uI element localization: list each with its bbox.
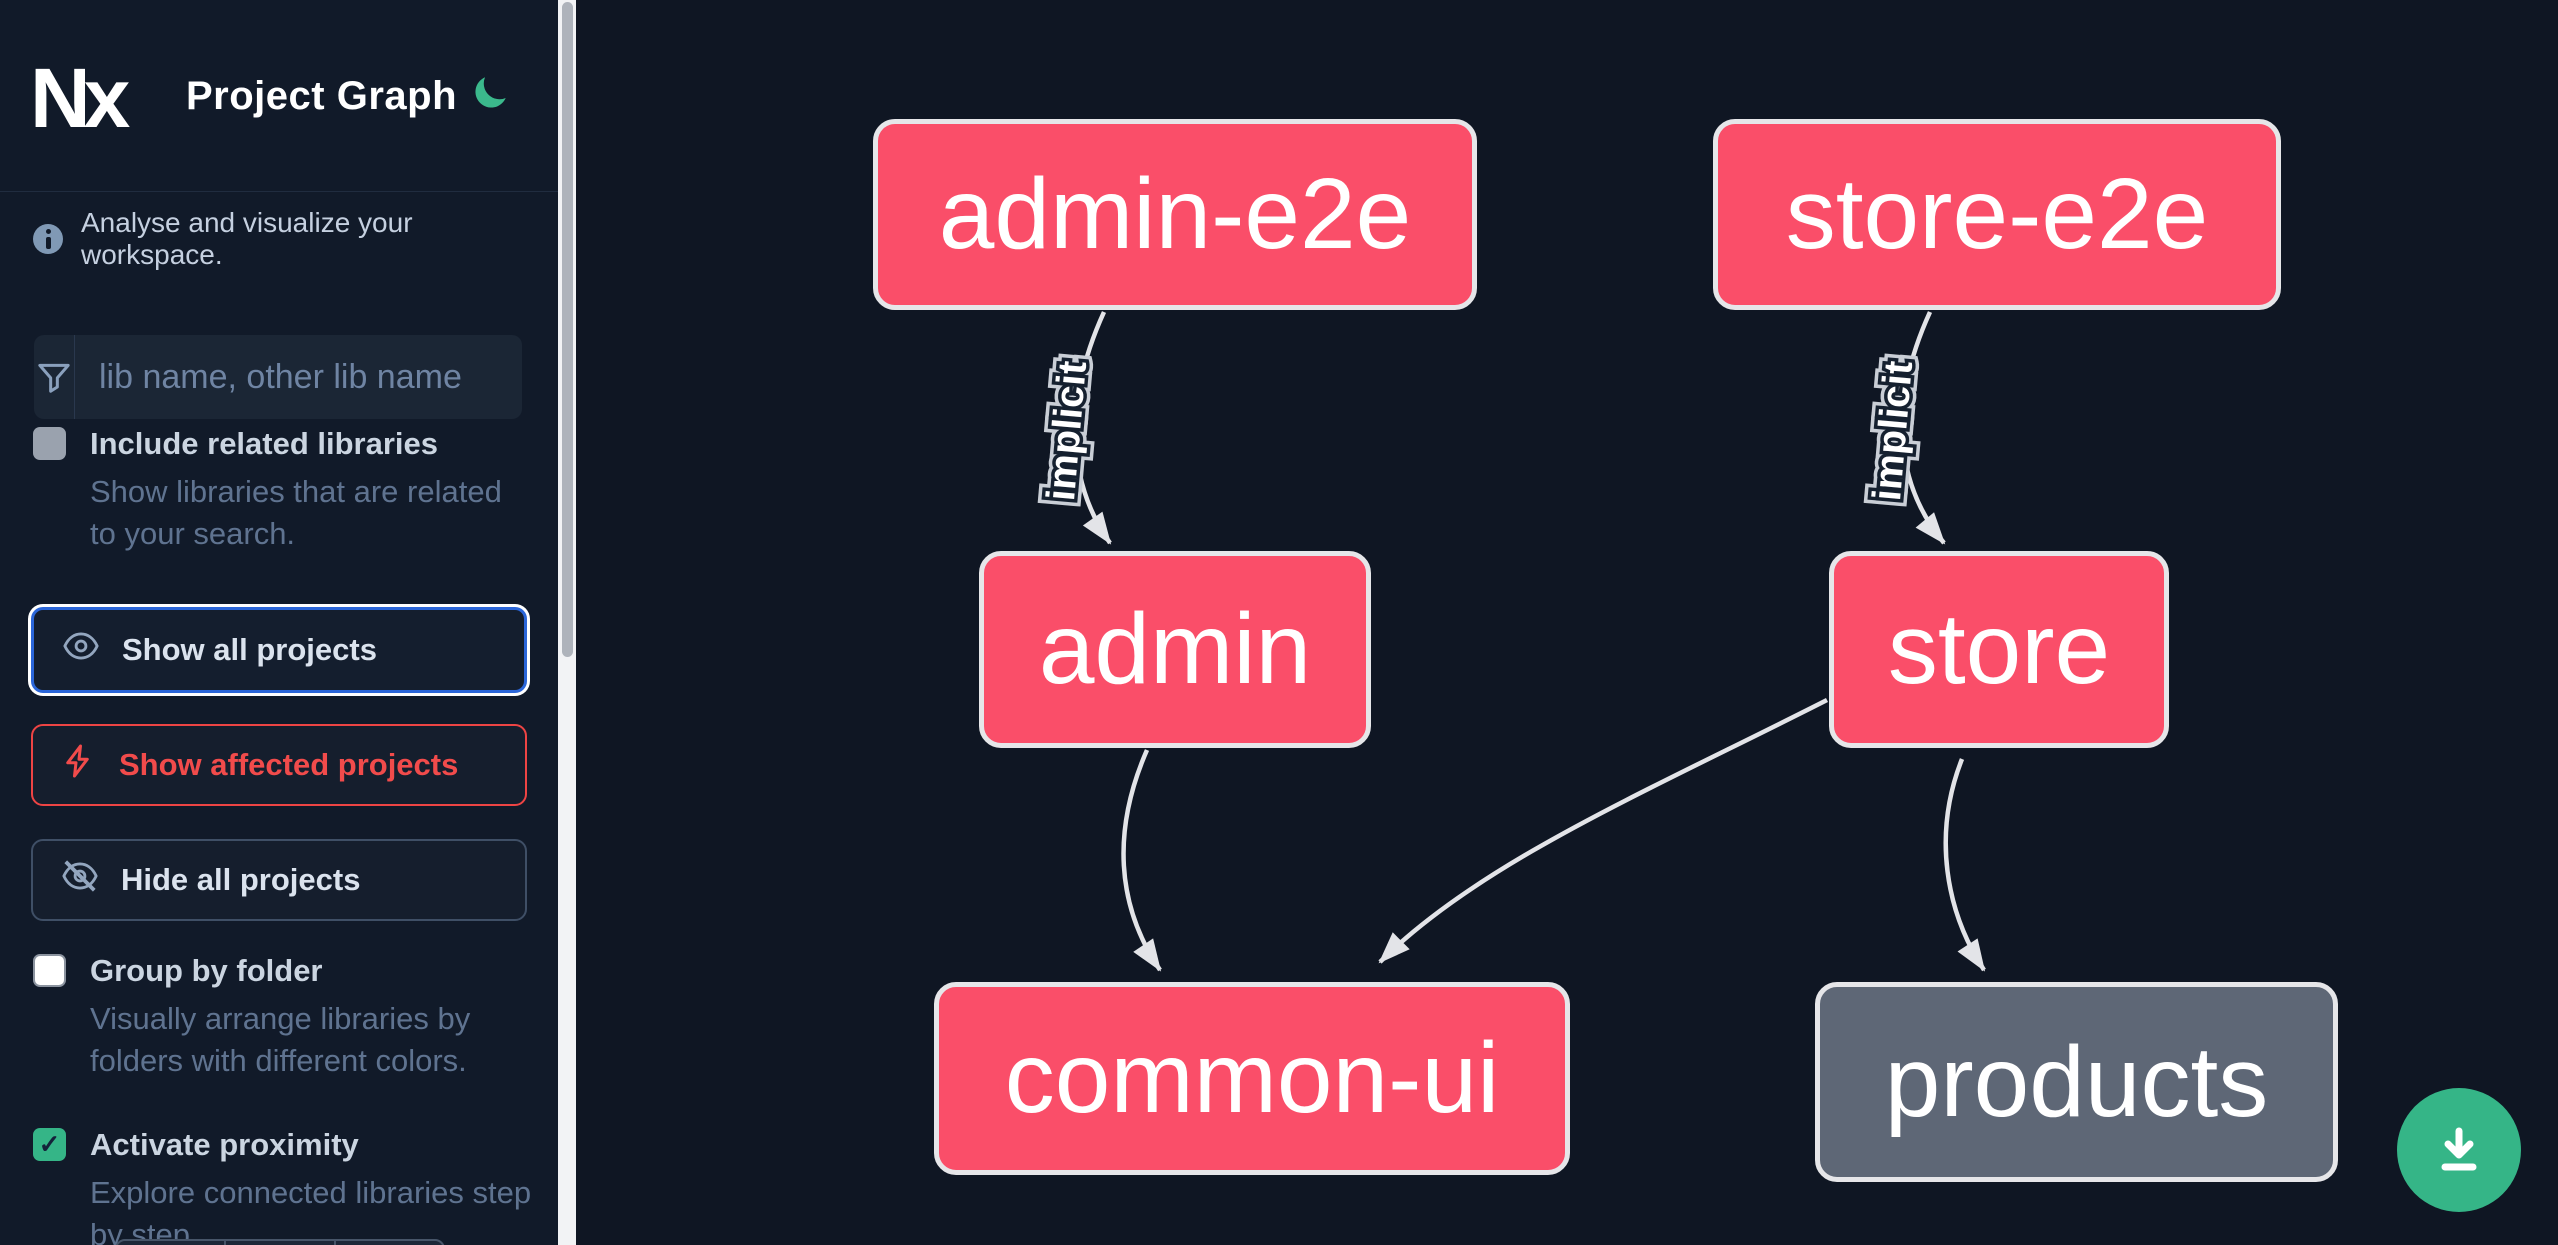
stepper-decrement[interactable] [117,1241,227,1245]
button-label: Hide all projects [121,862,361,897]
node-store-e2e[interactable]: store-e2e [1713,119,2281,310]
stepper-value[interactable] [226,1241,336,1245]
nx-logo: Nx [30,51,130,145]
filter-search-box [34,335,558,419]
lightning-icon [61,743,97,787]
toggle-label: Include related libraries [90,426,439,461]
toggle-label: Activate proximity [90,1127,359,1162]
button-label: Show all projects [122,632,377,667]
show-affected-projects-button[interactable]: Show affected projects [31,724,527,806]
funnel-icon [34,335,75,419]
sidebar-scrollbar-thumb[interactable] [561,2,573,657]
eye-icon [62,627,100,673]
toggle-activate-proximity: ✓ Activate proximity Explore connected l… [33,1126,533,1245]
eye-off-icon [61,857,99,903]
download-graph-button[interactable] [2397,1088,2521,1212]
info-icon [33,224,63,254]
node-admin-e2e[interactable]: admin-e2e [873,119,1477,310]
download-icon [2427,1117,2491,1184]
show-all-projects-button[interactable]: Show all projects [31,607,527,693]
group-by-folder-checkbox[interactable] [33,954,66,987]
stepper-increment[interactable] [336,1241,443,1245]
node-store[interactable]: store [1829,551,2169,748]
toggle-description: Explore connected libraries step by step… [90,1175,532,1245]
node-admin[interactable]: admin [979,551,1371,748]
search-input[interactable] [75,335,558,419]
button-label: Show affected projects [119,747,459,782]
theme-toggle-button[interactable] [468,70,514,116]
sidebar-header: Nx Project Graph [0,0,558,192]
include-related-checkbox[interactable] [33,427,66,460]
sidebar-scrollbar-track [558,0,576,1245]
hide-all-projects-button[interactable]: Hide all projects [31,839,527,921]
proximity-depth-stepper [115,1239,445,1245]
page-title: Project Graph [186,74,458,118]
toggle-group-by-folder: Group by folder Visually arrange librari… [33,952,533,1082]
toggle-include-related: Include related libraries Show libraries… [33,425,533,555]
activate-proximity-checkbox[interactable]: ✓ [33,1128,66,1161]
workspace-tagline: Analyse and visualize your workspace. [81,207,413,270]
checkmark-icon: ✓ [38,1129,61,1159]
toggle-description: Show libraries that are related to your … [90,474,502,551]
node-common-ui[interactable]: common-ui [934,982,1570,1175]
moon-icon [470,76,512,116]
workspace-tagline-row: Analyse and visualize your workspace. [33,207,533,271]
toggle-description: Visually arrange libraries by folders wi… [90,1001,471,1078]
node-products[interactable]: products [1815,982,2338,1182]
sidebar: Nx Project Graph Analyse and visualize y… [0,0,558,1245]
toggle-label: Group by folder [90,953,323,988]
